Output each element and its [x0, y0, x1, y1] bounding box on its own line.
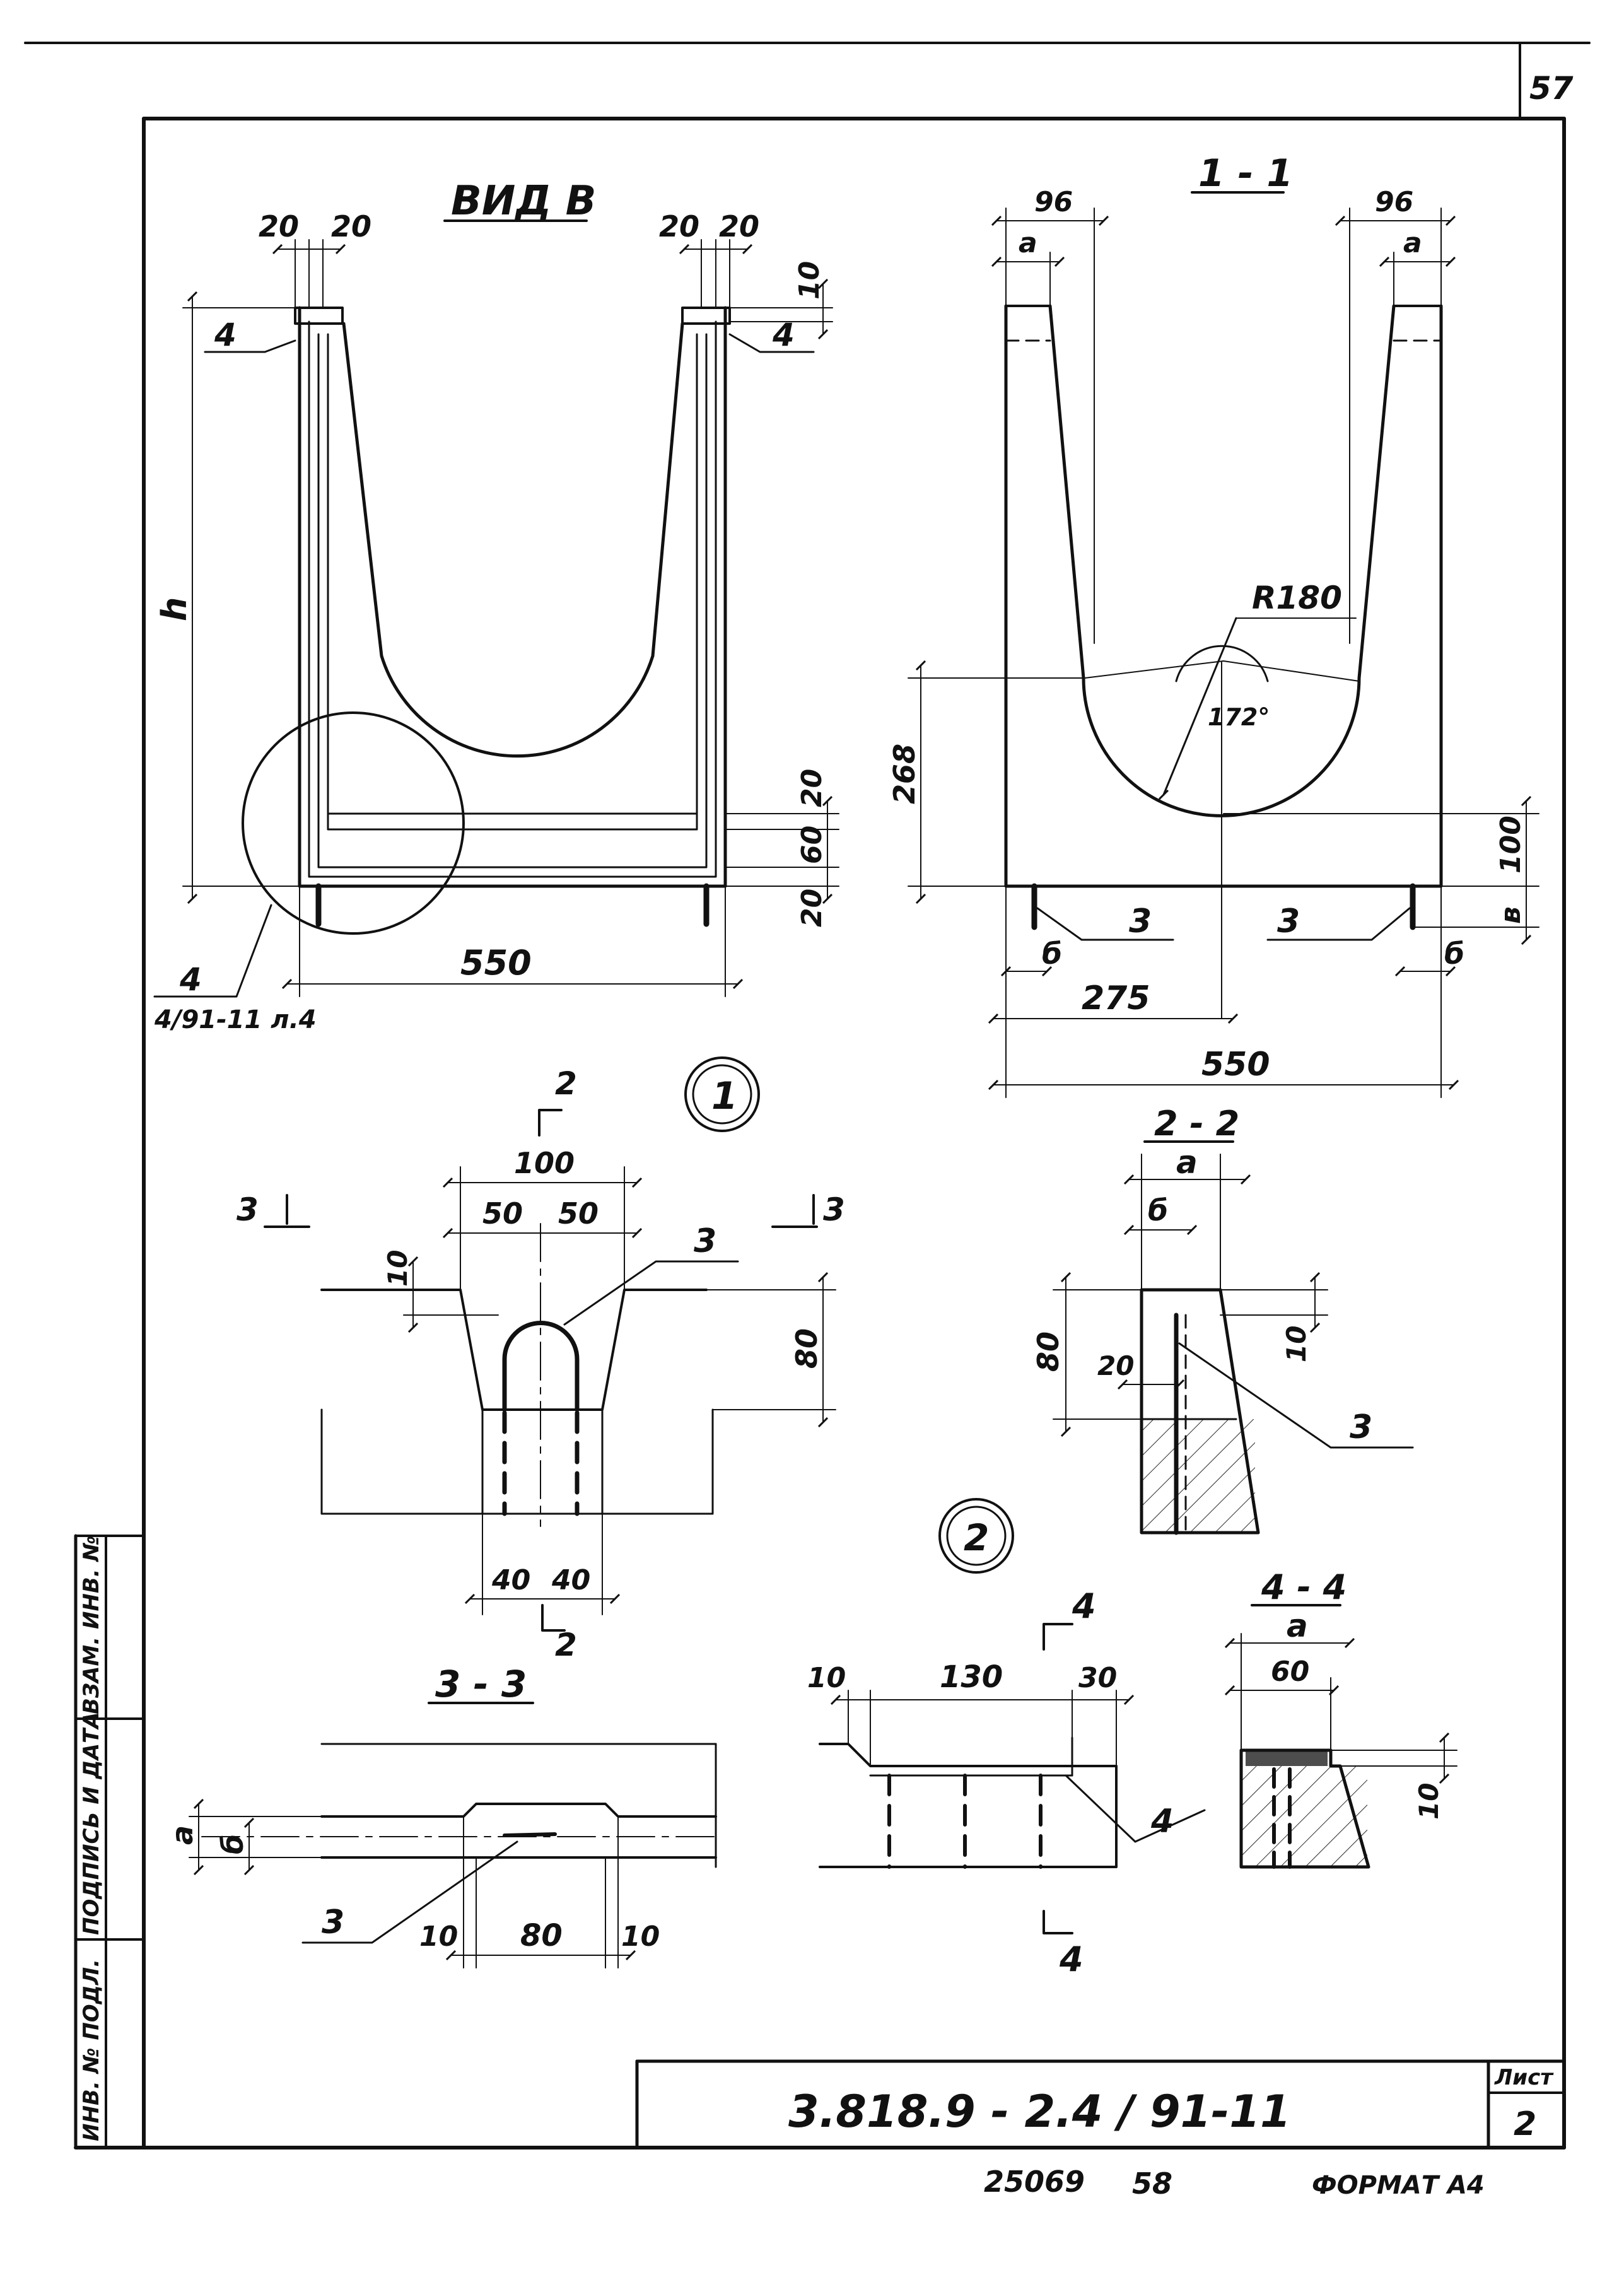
node-2: 2 4 4 10 130 30 4 — [807, 1498, 1206, 1979]
vid-b-dim-20-bottom: 20 — [796, 889, 828, 927]
section-1-1-pos-3-left: 3 — [1129, 903, 1152, 940]
section-1-1-dim-v: в — [1495, 906, 1527, 924]
side-stamp: ИНВ. № ПОДЛ. ПОДПИСЬ И ДАТА ВЗАМ. ИНВ. № — [74, 1534, 145, 2150]
title-block: 3.818.9 - 2.4 / 91-11 Лист 2 — [635, 2059, 1566, 2150]
section-2-2-pos-3: 3 — [1350, 1408, 1372, 1446]
vid-b-pos-4-right: 4 — [772, 317, 795, 353]
view-vid-b: ВИД В 4 4 20 20 20 20 — [153, 178, 839, 1034]
section-2-2-dim-80: 80 — [1031, 1331, 1065, 1372]
node-1-cut-3-left: 3 — [237, 1191, 259, 1228]
section-4-4-title: 4 - 4 — [1261, 1567, 1347, 1607]
section-1-1-dim-b-right: б — [1444, 937, 1464, 971]
section-2-2-title: 2 - 2 — [1154, 1104, 1239, 1144]
sheet-frame — [24, 42, 1591, 2150]
footer-page: 58 — [1132, 2167, 1172, 2201]
node-2-cut-4-bottom: 4 — [1059, 1939, 1084, 1979]
node-1-dim-80: 80 — [790, 1328, 824, 1369]
section-1-1-dim-268: 268 — [887, 744, 921, 804]
section-1-1-angle: 172° — [1208, 703, 1270, 731]
section-1-1-pos-3-right: 3 — [1277, 903, 1300, 940]
vid-b-dim-10: 10 — [793, 261, 826, 300]
node-1-dim-50b: 50 — [558, 1196, 599, 1231]
vid-b-pos-4-left: 4 — [214, 317, 237, 353]
vid-b-ref-sheet: 4/91-11 л.4 — [154, 1005, 317, 1034]
node-1-pos-3: 3 — [694, 1222, 716, 1260]
section-3-3-dim-80: 80 — [520, 1918, 563, 1953]
section-2-2: 2 - 2 а б 80 20 10 3 — [1031, 1104, 1414, 1535]
stamp-inv-podl: ИНВ. № ПОДЛ. — [79, 1959, 104, 2141]
node-1-cut-2-top: 2 — [555, 1065, 577, 1102]
node-2-dim-130: 130 — [940, 1659, 1003, 1695]
vid-b-dim-20d: 20 — [719, 209, 759, 243]
stamp-podpis: ПОДПИСЬ И ДАТА — [79, 1712, 104, 1935]
vid-b-dim-h: h — [155, 597, 194, 621]
node-1-dim-10: 10 — [382, 1250, 413, 1287]
section-3-3-title: 3 - 3 — [435, 1663, 527, 1705]
section-1-1-dim-96-right: 96 — [1375, 186, 1413, 218]
section-1-1-dim-96-left: 96 — [1034, 186, 1073, 218]
node-1-cut-2-bottom: 2 — [555, 1627, 577, 1663]
section-3-3-dim-b: б — [216, 1834, 250, 1854]
node-1-cut-3-right: 3 — [823, 1191, 845, 1228]
section-1-1-dim-b-left: б — [1042, 937, 1062, 971]
node-1-dim-40b: 40 — [551, 1564, 590, 1596]
node-2-cut-4-top: 4 — [1072, 1586, 1096, 1626]
footer-number: 25069 — [984, 2165, 1085, 2199]
section-4-4-dim-10: 10 — [1413, 1783, 1444, 1820]
page-number: 57 — [1529, 70, 1574, 107]
section-3-3-pos-3: 3 — [322, 1904, 344, 1941]
section-2-2-dim-b: б — [1148, 1193, 1168, 1227]
section-3-3-dim-a: а — [165, 1825, 199, 1845]
footer-format: ФОРМАТ А4 — [1312, 2171, 1485, 2200]
vid-b-dim-60: 60 — [796, 826, 828, 864]
section-1-1-dim-a-right: а — [1403, 227, 1422, 259]
vid-b-ref-pos: 4 — [179, 961, 202, 998]
node-2-dim-10: 10 — [807, 1662, 846, 1694]
node-1-dim-50a: 50 — [482, 1196, 523, 1231]
vid-b-title: ВИД В — [451, 178, 596, 225]
section-4-4-dim-60: 60 — [1271, 1656, 1309, 1688]
section-1-1-dim-a-left: а — [1019, 227, 1037, 259]
node-2-dim-30: 30 — [1078, 1662, 1117, 1694]
section-4-4: 4 - 4 а 60 10 — [1230, 1567, 1458, 1869]
section-1-1-dim-550: 550 — [1201, 1046, 1270, 1084]
node-2-label: 2 — [964, 1516, 989, 1559]
sheet-label: Лист — [1494, 2065, 1554, 2090]
vid-b-dim-20b: 20 — [331, 209, 371, 243]
document-code: 3.818.9 - 2.4 / 91-11 — [788, 2086, 1291, 2138]
vid-b-dim-20a: 20 — [259, 209, 299, 243]
section-1-1: 1 - 1 R180 172° 96 а 96 а — [887, 151, 1539, 1098]
node-1-label: 1 — [711, 1074, 738, 1118]
vid-b-dim-550: 550 — [460, 943, 532, 983]
section-1-1-radius: R180 — [1252, 580, 1342, 616]
node-1: 1 2 2 3 3 100 50 50 10 80 3 — [237, 1056, 845, 1663]
node-2-pos-4: 4 — [1150, 1803, 1174, 1840]
section-2-2-dim-a: а — [1176, 1144, 1198, 1181]
sheet-number: 2 — [1514, 2105, 1536, 2143]
section-3-3: 3 - 3 а б 3 10 80 10 — [165, 1663, 717, 1968]
vid-b-dim-20-top: 20 — [796, 769, 828, 807]
node-1-dim-100: 100 — [514, 1146, 575, 1180]
section-3-3-dim-10a: 10 — [419, 1921, 458, 1953]
section-1-1-title: 1 - 1 — [1198, 151, 1293, 196]
section-1-1-dim-275: 275 — [1082, 980, 1150, 1017]
section-3-3-dim-10b: 10 — [621, 1921, 660, 1953]
section-2-2-dim-20: 20 — [1097, 1350, 1134, 1381]
section-2-2-dim-10: 10 — [1281, 1326, 1312, 1362]
section-4-4-dim-a: а — [1287, 1608, 1308, 1644]
node-1-dim-40a: 40 — [491, 1564, 530, 1596]
section-1-1-dim-100: 100 — [1495, 816, 1527, 874]
vid-b-dim-20c: 20 — [659, 209, 699, 243]
stamp-vzam: ВЗАМ. ИНВ. № — [79, 1536, 104, 1714]
